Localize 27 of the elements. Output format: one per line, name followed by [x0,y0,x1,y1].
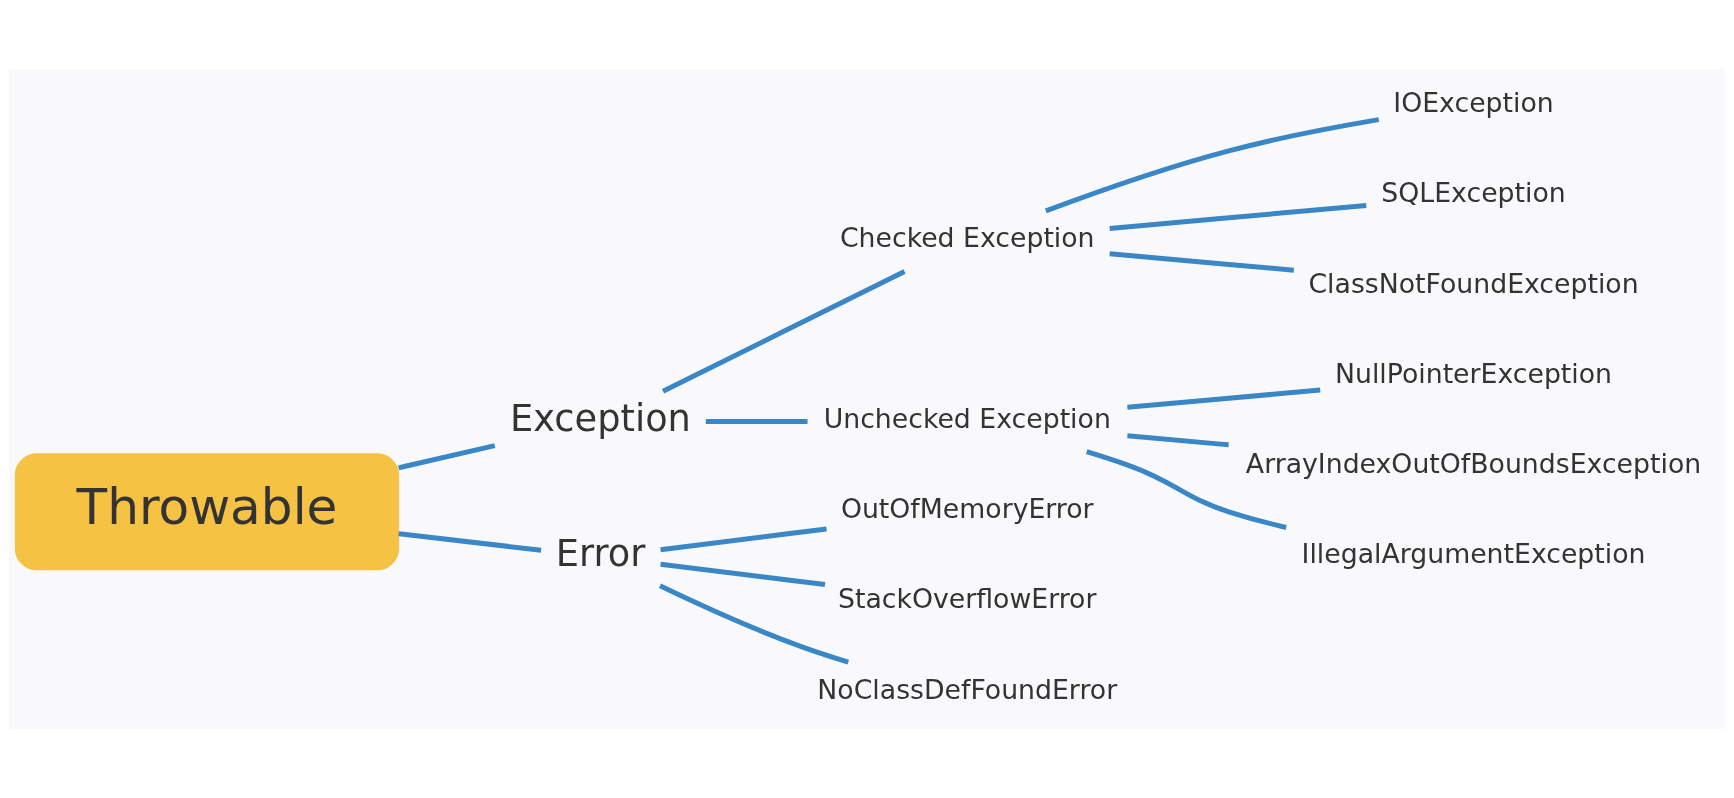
connector [1109,202,1367,231]
connector [658,583,850,665]
connector [1109,251,1295,273]
node-text: StackOverflowError [838,583,1097,615]
connector [1127,387,1321,410]
node-text: IOException [1393,87,1554,119]
node-text: ArrayIndexOutOfBoundsException [1245,448,1702,480]
connector [660,561,826,588]
connector [661,269,906,394]
connector [398,531,542,553]
connector [705,419,808,425]
node-text: Unchecked Exception [823,402,1111,434]
node-text: NoClassDefFoundError [817,673,1118,705]
node-text: ClassNotFoundException [1308,267,1639,299]
connector [398,443,496,471]
connector [660,526,827,553]
node-text: NullPointerException [1335,357,1613,389]
node-text: IllegalArgumentException [1301,538,1646,570]
node-text: SQLException [1381,177,1566,209]
node-box: Throwable [14,453,400,571]
node-text: Error [555,532,646,576]
node-text: Exception [510,396,691,440]
node-text: OutOfMemoryError [840,493,1094,525]
connector [1044,117,1380,214]
connector [1085,449,1287,530]
node-text: Checked Exception [839,222,1095,254]
connector [1127,433,1229,448]
